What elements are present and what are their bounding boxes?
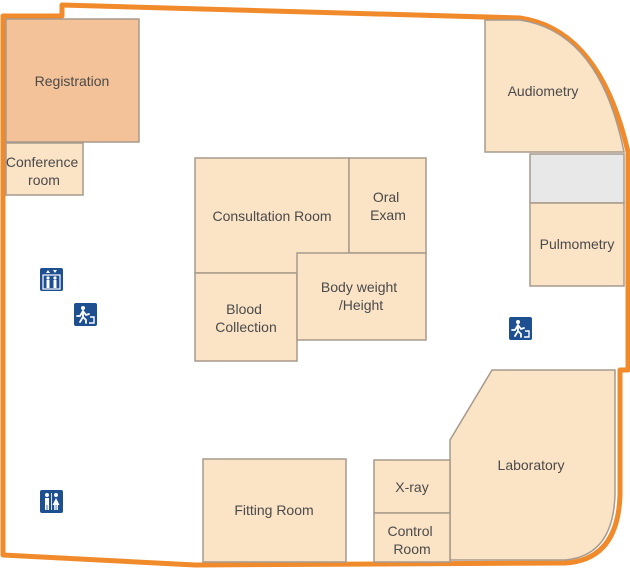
room-body-weight[interactable]: Body weight /Height [296,252,427,341]
body-weight-label: Body weight /Height [321,279,401,313]
room-unlabeled [529,153,625,204]
registration-label: Registration [35,73,110,89]
fitting-room-label: Fitting Room [234,502,313,518]
room-pulmometry[interactable]: Pulmometry [529,202,625,287]
room-audiometry[interactable]: Audiometry [484,19,625,153]
emergency-exit-icon [509,317,532,340]
conference-label: Conference room [6,154,82,188]
pulmometry-label: Pulmometry [540,236,615,252]
control-room-label: Control Room [387,523,436,557]
room-blood-collection[interactable]: Blood Collection [194,272,298,362]
room-fitting[interactable]: Fitting Room [202,458,347,563]
restroom-icon [40,490,63,513]
oral-exam-label: Oral Exam [370,189,406,223]
room-registration[interactable]: Registration [5,18,140,143]
room-control[interactable]: Control Room [373,512,451,563]
elevator-icon [40,268,63,291]
emergency-exit-icon [74,303,97,326]
room-oral-exam[interactable]: Oral Exam [348,157,427,254]
laboratory-label: Laboratory [498,457,565,473]
audiometry-label: Audiometry [508,83,579,99]
room-laboratory[interactable]: Laboratory [449,369,616,561]
room-conference[interactable]: Conference room [5,142,84,196]
room-xray[interactable]: X-ray [373,459,451,514]
consultation-label: Consultation Room [212,208,331,224]
blood-collection-label: Blood Collection [215,301,276,335]
xray-label: X-ray [395,479,428,495]
